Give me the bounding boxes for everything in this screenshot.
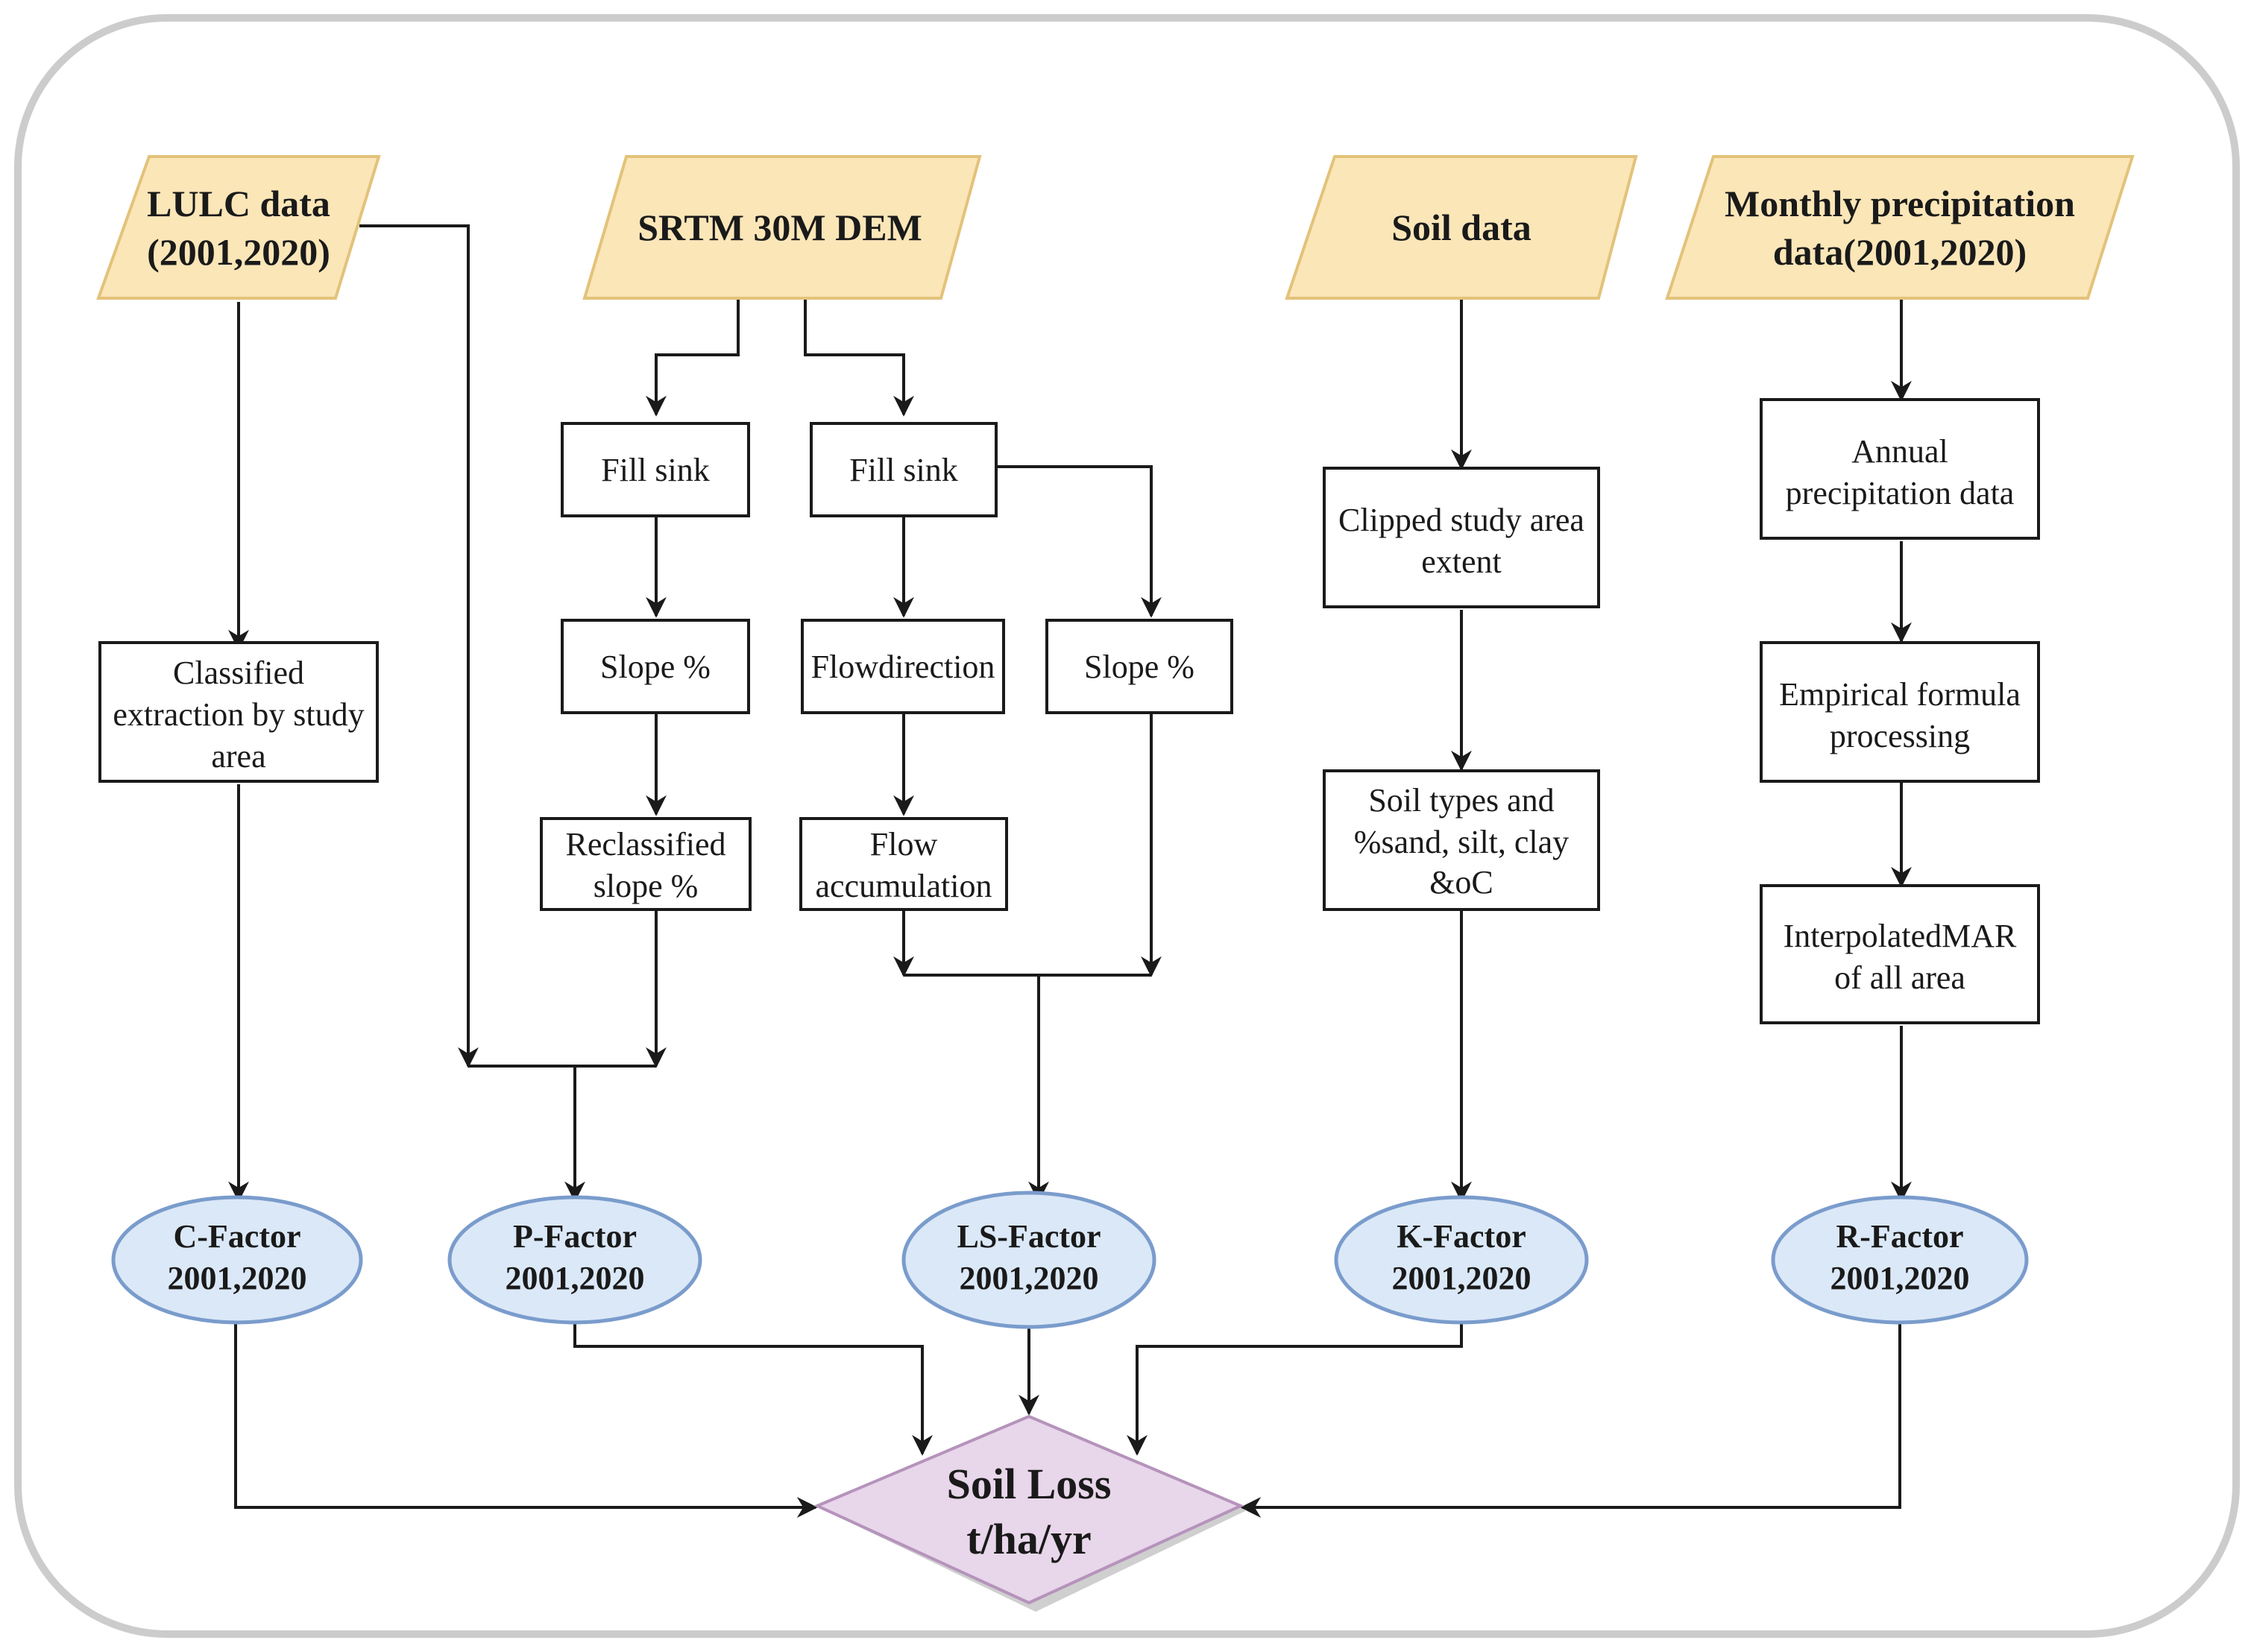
step-label-line: Classified bbox=[173, 655, 304, 691]
step-label-line: accumulation bbox=[815, 868, 992, 904]
input-label-line: data(2001,2020) bbox=[1773, 231, 2027, 273]
step-label-line: area bbox=[211, 738, 265, 775]
step-clipped-study-area: Clipped study area extent bbox=[1323, 467, 1600, 608]
step-annual-precipitation: Annual precipitation data bbox=[1760, 398, 2040, 540]
step-fill-sink-1: Fill sink bbox=[561, 422, 750, 517]
step-label-line: Slope % bbox=[600, 649, 711, 685]
output-label-line: t/ha/yr bbox=[966, 1515, 1092, 1563]
step-label-line: Fill sink bbox=[849, 452, 958, 488]
step-label-line: Empirical formula bbox=[1779, 676, 2021, 713]
factor-label-line: R-Factor bbox=[1836, 1218, 1963, 1255]
step-label-line: Flow bbox=[870, 826, 938, 863]
step-label-line: processing bbox=[1830, 718, 1970, 754]
input-label-line: Soil data bbox=[1391, 206, 1531, 248]
step-slope-2: Slope % bbox=[1045, 619, 1233, 714]
step-classified-extraction: Classified extraction by study area bbox=[98, 641, 379, 783]
step-label-line: extraction by study bbox=[113, 696, 364, 733]
step-flow-accumulation: Flow accumulation bbox=[799, 817, 1008, 911]
step-empirical-formula: Empirical formula processing bbox=[1760, 641, 2040, 783]
factor-label-line: LS-Factor bbox=[957, 1218, 1101, 1255]
factor-label-line: P-Factor bbox=[513, 1218, 637, 1255]
step-label-line: Annual bbox=[1851, 433, 1948, 470]
step-label-line: Fill sink bbox=[601, 452, 710, 488]
factor-label-line: 2001,2020 bbox=[1392, 1260, 1531, 1296]
factor-label-line: 2001,2020 bbox=[1830, 1260, 1970, 1296]
input-soil-data: Soil data bbox=[1285, 155, 1638, 300]
step-label-line: of all area bbox=[1834, 959, 1965, 996]
input-label-line: (2001,2020) bbox=[147, 231, 330, 273]
input-label-line: Monthly precipitation bbox=[1725, 183, 2075, 224]
input-srtm-dem: SRTM 30M DEM bbox=[582, 155, 982, 300]
factor-label-line: K-Factor bbox=[1397, 1218, 1526, 1255]
factor-label-line: 2001,2020 bbox=[960, 1260, 1099, 1296]
connectors bbox=[228, 224, 1912, 1518]
output-soil-loss: Soil Loss t/ha/yr bbox=[813, 1414, 1247, 1612]
step-label-line: Soil types and bbox=[1368, 782, 1554, 819]
step-label-line: precipitation data bbox=[1786, 475, 2015, 511]
step-fill-sink-2: Fill sink bbox=[810, 422, 998, 517]
step-reclassified-slope: Reclassified slope % bbox=[540, 817, 752, 911]
factor-label-line: 2001,2020 bbox=[168, 1260, 307, 1296]
factor-ls: LS-Factor 2001,2020 bbox=[901, 1191, 1156, 1329]
step-label-line: Slope % bbox=[1084, 649, 1194, 685]
factor-label-line: 2001,2020 bbox=[506, 1260, 645, 1296]
step-interpolated-mar: InterpolatedMAR of all area bbox=[1760, 884, 2040, 1024]
input-label-line: SRTM 30M DEM bbox=[638, 206, 922, 248]
input-lulc-data: LULC data (2001,2020) bbox=[96, 155, 381, 300]
factor-r: R-Factor 2001,2020 bbox=[1771, 1195, 2029, 1325]
step-soil-types: Soil types and %sand, silt, clay &oC bbox=[1323, 769, 1600, 911]
step-label-line: slope % bbox=[594, 868, 699, 904]
factor-label-line: C-Factor bbox=[173, 1218, 300, 1255]
factor-k: K-Factor 2001,2020 bbox=[1334, 1195, 1589, 1325]
step-label-line: &oC bbox=[1429, 864, 1493, 901]
factor-p: P-Factor 2001,2020 bbox=[447, 1195, 702, 1325]
input-label-line: LULC data bbox=[147, 183, 330, 224]
step-flow-direction: Flowdirection bbox=[801, 619, 1005, 714]
step-label-line: extent bbox=[1421, 543, 1502, 580]
step-label-line: Flowdirection bbox=[811, 649, 995, 685]
step-label-line: %sand, silt, clay bbox=[1354, 824, 1569, 860]
step-slope-1: Slope % bbox=[561, 619, 750, 714]
step-label-line: Clipped study area bbox=[1338, 502, 1584, 538]
step-label-line: InterpolatedMAR bbox=[1784, 918, 2017, 954]
output-label-line: Soil Loss bbox=[947, 1460, 1112, 1508]
step-label-line: Reclassified bbox=[565, 826, 725, 863]
input-monthly-precipitation: Monthly precipitation data(2001,2020) bbox=[1665, 155, 2135, 300]
factor-c: C-Factor 2001,2020 bbox=[111, 1195, 363, 1325]
